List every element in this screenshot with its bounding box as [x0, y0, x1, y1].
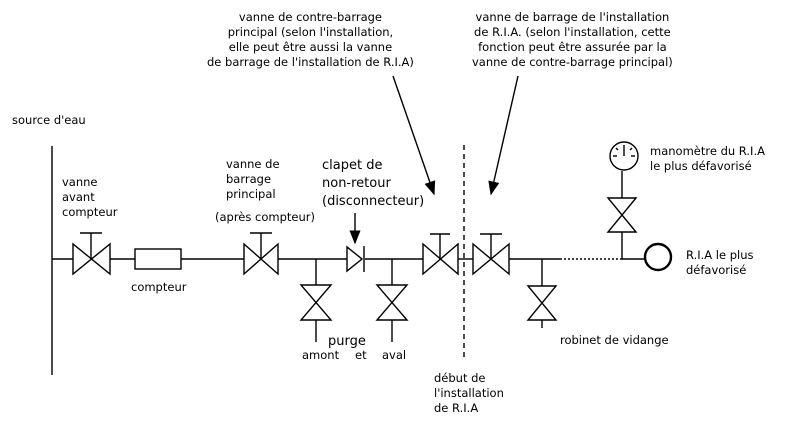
check-valve-label: clapet de non-retour (disconnecteur) — [322, 158, 425, 209]
manometer-label: manomètre du R.I.A le plus défavorisé — [650, 144, 765, 173]
fire-hose-reel-label: R.I.A le plus défavorisé — [686, 248, 754, 277]
main-shutoff-valve-icon — [243, 232, 279, 276]
valve-before-meter-label: vanne avant compteur — [62, 175, 118, 219]
downstream-label: aval — [382, 348, 407, 362]
and-label: et — [355, 348, 367, 362]
manometer-branch — [606, 171, 638, 259]
upstream-label: amont — [302, 348, 340, 362]
meter-box — [134, 248, 182, 270]
purge-upstream-valve-icon — [299, 259, 333, 342]
fire-hose-reel-icon — [643, 242, 673, 272]
drain-valve-label: robinet de vidange — [560, 333, 669, 347]
drain-valve-icon — [526, 259, 558, 328]
purge-label: purge — [328, 334, 366, 349]
purge-downstream-valve-icon — [375, 259, 409, 342]
installation-start-label: début de l'installation de R.I.A — [434, 371, 504, 415]
check-valve-icon — [346, 213, 365, 273]
installation-shutoff-valve-icon — [472, 75, 519, 276]
valve-before-meter-icon — [72, 232, 111, 276]
counter-shutoff-valve-label: vanne de contre-barrage principal (selon… — [207, 10, 414, 69]
installation-shutoff-valve-label: vanne de barrage de l'installation de R.… — [472, 10, 673, 69]
pressure-gauge-icon — [609, 141, 639, 171]
counter-shutoff-valve-icon — [392, 75, 459, 276]
meter-label: compteur — [131, 280, 187, 294]
main-shutoff-valve-label: vanne de barrage principal — [226, 157, 280, 201]
after-meter-label: (après compteur) — [215, 210, 315, 224]
source-label: source d'eau — [12, 113, 86, 127]
